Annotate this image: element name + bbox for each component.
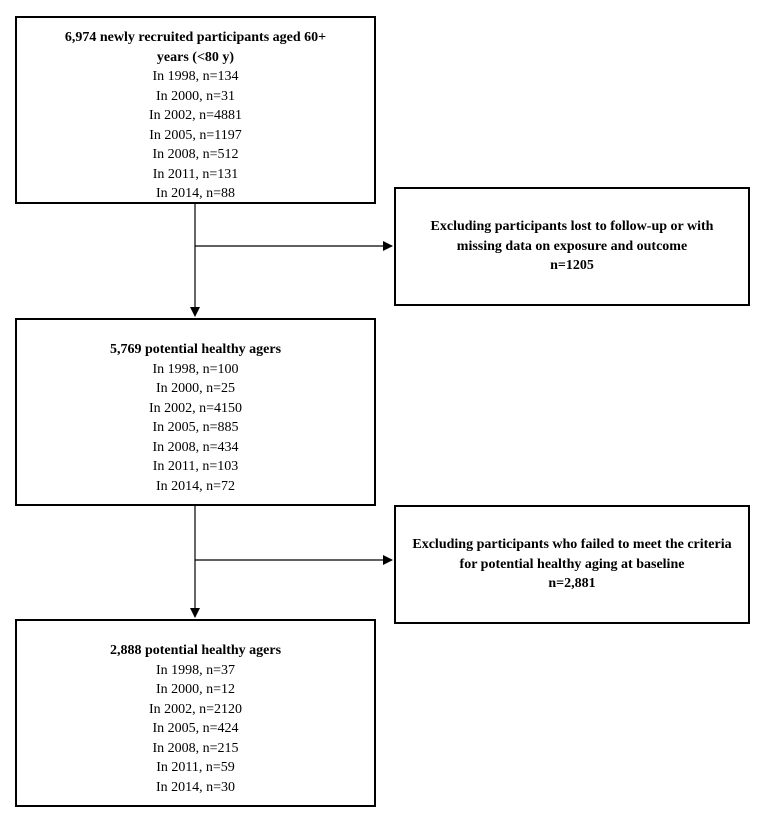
box-title: 5,769 potential healthy agers: [109, 342, 282, 357]
box-title: 2,888 potential healthy agers: [109, 643, 282, 658]
initial-cohort-box: 6,974 newly recruited participants aged …: [15, 16, 376, 204]
list-item: In 2000, n=25: [155, 381, 236, 396]
list-item: In 2005, n=1197: [149, 127, 242, 143]
exclusion-box-2: Excluding participants who failed to mee…: [394, 505, 750, 624]
list-item: In 2008, n=215: [152, 740, 239, 756]
list-item: In 2011, n=59: [156, 760, 235, 775]
box-title: 6,974 newly recruited participants aged …: [64, 30, 327, 65]
list-item: In 2000, n=12: [155, 682, 236, 697]
exclusion-count: n=2,881: [548, 576, 596, 592]
list-item: In 2014, n=72: [155, 478, 236, 494]
list-item: In 2000, n=31: [155, 88, 236, 104]
final-cohort-box: 2,888 potential healthy agers In 1998, n…: [15, 619, 376, 807]
list-item: In 2005, n=885: [152, 420, 239, 435]
list-item: In 2005, n=424: [152, 721, 239, 736]
exclusion-text: Excluding participants lost to follow-up…: [430, 219, 714, 254]
year-list: In 1998, n=37 In 2000, n=12 In 2002, n=2…: [17, 661, 374, 798]
potential-healthy-agers-box: 5,769 potential healthy agers In 1998, n…: [15, 318, 376, 506]
list-item: In 2002, n=4881: [148, 108, 243, 123]
exclusion-text: Excluding participants who failed to mee…: [412, 537, 732, 572]
list-item: In 2011, n=103: [152, 459, 239, 474]
exclusion-count: n=1205: [550, 258, 594, 274]
list-item: In 2002, n=2120: [148, 701, 243, 717]
list-item: In 2014, n=30: [155, 779, 236, 795]
list-item: In 1998, n=134: [152, 69, 239, 84]
exclusion-box-1: Excluding participants lost to follow-up…: [394, 187, 750, 306]
year-list: In 1998, n=100 In 2000, n=25 In 2002, n=…: [17, 360, 374, 497]
list-item: In 2008, n=512: [152, 147, 239, 162]
year-list: In 1998, n=134 In 2000, n=31 In 2002, n=…: [17, 67, 374, 204]
list-item: In 2011, n=131: [152, 166, 239, 182]
list-item: In 1998, n=37: [155, 662, 236, 678]
list-item: In 2014, n=88: [155, 186, 236, 201]
list-item: In 2002, n=4150: [148, 400, 243, 416]
list-item: In 1998, n=100: [152, 361, 239, 377]
list-item: In 2008, n=434: [152, 439, 239, 455]
